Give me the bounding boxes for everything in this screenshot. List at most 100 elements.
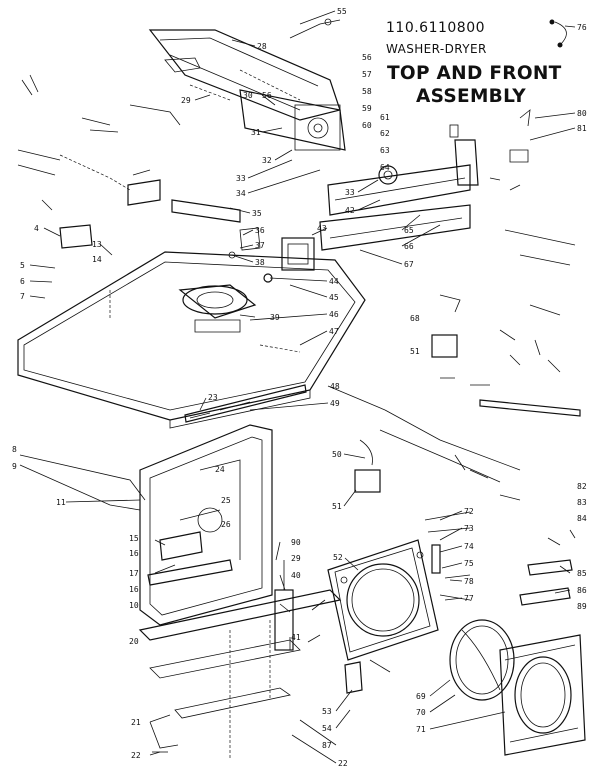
callout-25: 25 — [221, 496, 231, 505]
callout-23: 23 — [208, 393, 218, 402]
callout-77: 77 — [464, 594, 474, 603]
callout-83: 83 — [577, 498, 587, 507]
callout-56: 56 — [362, 53, 372, 62]
callout-40: 40 — [291, 571, 301, 580]
callout-63: 63 — [380, 146, 390, 155]
front-cabinet-frame — [19, 424, 342, 760]
door-hinge-parts — [424, 511, 576, 606]
callout-8: 8 — [12, 445, 17, 454]
callout-17: 17 — [129, 569, 139, 578]
callout-78: 78 — [464, 577, 474, 586]
callout-87: 87 — [322, 741, 332, 750]
callout-26: 26 — [221, 520, 231, 529]
callout-48: 48 — [330, 382, 340, 391]
callout-58: 58 — [362, 87, 372, 96]
callout-33: 33 — [236, 174, 246, 183]
callout-70: 70 — [416, 708, 426, 717]
callout-71: 71 — [416, 725, 426, 734]
callout-5: 5 — [20, 261, 25, 270]
callout-85: 85 — [577, 569, 587, 578]
callout-51: 51 — [410, 347, 420, 356]
callout-15: 15 — [129, 534, 139, 543]
callout-84: 84 — [577, 514, 587, 523]
callout-89: 89 — [577, 602, 587, 611]
callout-31: 31 — [251, 128, 261, 137]
callout-labels: 55 28 56 57 58 59 60 29 30 56 31 32 33 3… — [12, 7, 587, 768]
callout-22b: 22 — [338, 759, 348, 768]
leader-lines — [29, 10, 576, 764]
callout-46: 46 — [329, 310, 339, 319]
callout-38: 38 — [255, 258, 265, 267]
callout-66: 66 — [404, 242, 414, 251]
door-assembly — [449, 619, 586, 756]
callout-90: 90 — [291, 538, 301, 547]
model-number: 110.6110800 — [386, 20, 486, 36]
callout-42: 42 — [345, 206, 355, 215]
callout-43: 43 — [317, 224, 327, 233]
callout-80: 80 — [577, 109, 587, 118]
callout-82: 82 — [577, 482, 587, 491]
callout-39: 39 — [270, 313, 280, 322]
callout-29: 29 — [181, 96, 191, 105]
callout-20: 20 — [129, 637, 139, 646]
callout-55: 55 — [337, 7, 347, 16]
callout-61: 61 — [380, 113, 390, 122]
callout-35: 35 — [252, 209, 262, 218]
callout-57: 57 — [362, 70, 372, 79]
callout-9: 9 — [12, 462, 17, 471]
callout-37: 37 — [255, 241, 265, 250]
product-name: WASHER-DRYER — [386, 42, 487, 56]
callout-36: 36 — [255, 226, 265, 235]
wiring-and-switch-parts — [354, 19, 581, 501]
callout-29b: 29 — [291, 554, 301, 563]
callout-53: 53 — [322, 707, 332, 716]
callout-32: 32 — [262, 156, 272, 165]
callout-72: 72 — [464, 507, 474, 516]
diagram-title-line2: ASSEMBLY — [416, 86, 526, 107]
callout-86: 86 — [577, 586, 587, 595]
callout-21: 21 — [131, 718, 141, 727]
callout-75: 75 — [464, 559, 474, 568]
callout-22: 22 — [131, 751, 141, 760]
callout-56b: 56 — [262, 91, 272, 100]
callout-74: 74 — [464, 542, 474, 551]
top-panel — [17, 227, 366, 429]
control-console-assembly — [148, 18, 346, 151]
upper-left-hardware — [17, 74, 241, 249]
callout-69: 69 — [416, 692, 426, 701]
callout-11: 11 — [56, 498, 66, 507]
callout-52: 52 — [333, 553, 343, 562]
callout-65: 65 — [404, 226, 414, 235]
callout-60: 60 — [362, 121, 372, 130]
callout-6: 6 — [20, 277, 25, 286]
callout-64: 64 — [380, 163, 390, 172]
callout-16: 16 — [129, 549, 139, 558]
callout-34: 34 — [236, 189, 246, 198]
callout-67: 67 — [404, 260, 414, 269]
front-panel — [307, 539, 439, 694]
rear-console-bracket — [319, 124, 479, 251]
callout-81: 81 — [577, 124, 587, 133]
callout-76: 76 — [577, 23, 587, 32]
callout-50: 50 — [332, 450, 342, 459]
callout-16b: 16 — [129, 585, 139, 594]
callout-14: 14 — [92, 255, 102, 264]
diagram-title-line1: TOP AND FRONT — [387, 63, 562, 84]
callout-45: 45 — [329, 293, 339, 302]
callout-4: 4 — [34, 224, 39, 233]
callout-24: 24 — [215, 465, 225, 474]
callout-59: 59 — [362, 104, 372, 113]
callout-30: 30 — [243, 91, 253, 100]
callout-28: 28 — [257, 42, 267, 51]
callout-7: 7 — [20, 292, 25, 301]
callout-13: 13 — [92, 240, 102, 249]
callout-73: 73 — [464, 524, 474, 533]
callout-54: 54 — [322, 724, 332, 733]
callout-10: 10 — [129, 601, 139, 610]
callout-68: 68 — [410, 314, 420, 323]
callout-49: 49 — [330, 399, 340, 408]
callout-51b: 51 — [332, 502, 342, 511]
callout-41: 41 — [291, 633, 301, 642]
